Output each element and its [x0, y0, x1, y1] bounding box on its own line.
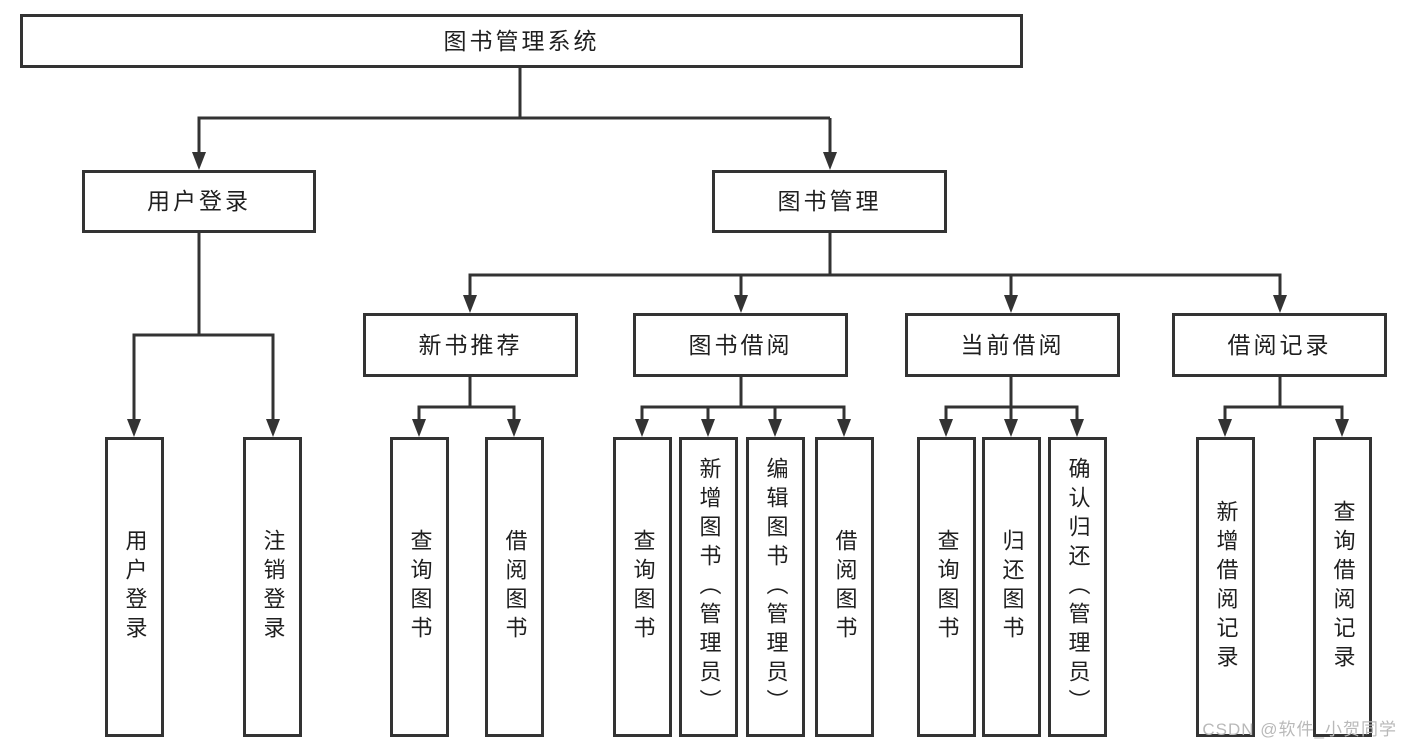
leaf-label: 查询借阅记录 — [1330, 500, 1356, 674]
arrow-down-icon — [1004, 295, 1018, 313]
leaf-logout: 注销登录 — [243, 437, 302, 737]
arrow-down-icon — [701, 419, 715, 437]
leaf-borrow-book-2: 借阅图书 — [815, 437, 874, 737]
leaf-return-book: 归还图书 — [982, 437, 1041, 737]
leaf-label: 编辑图书（管理员） — [763, 456, 789, 718]
node-book-management: 图书管理 — [712, 170, 947, 233]
leaf-query-book-3: 查询图书 — [917, 437, 976, 737]
connector-root-to-level2 — [197, 68, 832, 154]
arrow-down-icon — [127, 419, 141, 437]
arrow-down-icon — [1070, 419, 1084, 437]
connector-book-mgmt-to-level3 — [468, 233, 1282, 297]
leaf-label: 确认归还（管理员） — [1065, 456, 1091, 718]
leaf-label: 归还图书 — [999, 529, 1025, 645]
connector-user-login-subtree — [132, 233, 275, 421]
arrow-down-icon — [939, 419, 953, 437]
node-label: 用户登录 — [147, 188, 251, 214]
node-borrow-record: 借阅记录 — [1172, 313, 1387, 377]
leaf-query-book-1: 查询图书 — [390, 437, 449, 737]
arrow-down-icon — [1218, 419, 1232, 437]
arrow-down-icon — [1273, 295, 1287, 313]
leaf-edit-book-admin: 编辑图书（管理员） — [746, 437, 805, 737]
arrowheads-level3 — [463, 295, 1287, 313]
arrow-down-icon — [463, 295, 477, 313]
node-label: 当前借阅 — [960, 331, 1065, 358]
arrow-down-icon — [734, 295, 748, 313]
arrow-down-icon — [1335, 419, 1349, 437]
node-label: 图书借阅 — [688, 331, 793, 358]
node-current-borrow: 当前借阅 — [905, 313, 1120, 377]
leaf-label: 查询图书 — [407, 529, 433, 645]
arrowheads-user-login — [127, 419, 280, 437]
node-book-borrow: 图书借阅 — [633, 313, 848, 377]
leaf-query-borrow-record: 查询借阅记录 — [1313, 437, 1372, 737]
arrowheads-book-borrow — [635, 419, 851, 437]
arrow-down-icon — [507, 419, 521, 437]
leaf-label: 新增图书（管理员） — [696, 456, 722, 718]
connector-book-borrow-subtree — [640, 377, 846, 421]
connector-current-borrow-subtree — [944, 377, 1079, 421]
arrow-down-icon — [823, 152, 837, 170]
arrowheads-borrow-record — [1218, 419, 1349, 437]
leaf-label: 注销登录 — [260, 529, 286, 645]
connector-new-book-subtree — [417, 377, 516, 421]
node-new-book-recommend: 新书推荐 — [363, 313, 578, 377]
arrow-down-icon — [266, 419, 280, 437]
leaf-label: 查询图书 — [630, 529, 656, 645]
connector-borrow-record-subtree — [1223, 377, 1344, 421]
leaf-query-book-2: 查询图书 — [613, 437, 672, 737]
arrow-down-icon — [635, 419, 649, 437]
leaf-label: 用户登录 — [122, 529, 148, 645]
arrowheads-current-borrow — [939, 419, 1084, 437]
arrow-down-icon — [192, 152, 206, 170]
node-label: 图书管理系统 — [443, 27, 600, 54]
arrowheads-level2 — [192, 152, 837, 170]
arrow-down-icon — [837, 419, 851, 437]
leaf-add-borrow-record: 新增借阅记录 — [1196, 437, 1255, 737]
arrowheads-new-book — [412, 419, 521, 437]
arrow-down-icon — [768, 419, 782, 437]
leaf-label: 新增借阅记录 — [1213, 500, 1239, 674]
node-label: 新书推荐 — [418, 331, 523, 358]
leaf-add-book-admin: 新增图书（管理员） — [679, 437, 738, 737]
leaf-user-login: 用户登录 — [105, 437, 164, 737]
leaf-label: 查询图书 — [934, 529, 960, 645]
node-label: 借阅记录 — [1227, 331, 1332, 358]
node-library-system: 图书管理系统 — [20, 14, 1023, 68]
leaf-label: 借阅图书 — [502, 529, 528, 645]
node-label: 图书管理 — [777, 188, 882, 214]
node-user-login: 用户登录 — [82, 170, 316, 233]
leaf-label: 借阅图书 — [832, 529, 858, 645]
leaf-borrow-book-1: 借阅图书 — [485, 437, 544, 737]
arrow-down-icon — [412, 419, 426, 437]
arrow-down-icon — [1004, 419, 1018, 437]
csdn-watermark: CSDN @软件_小贺同学 — [1202, 720, 1397, 739]
leaf-confirm-return-admin: 确认归还（管理员） — [1048, 437, 1107, 737]
